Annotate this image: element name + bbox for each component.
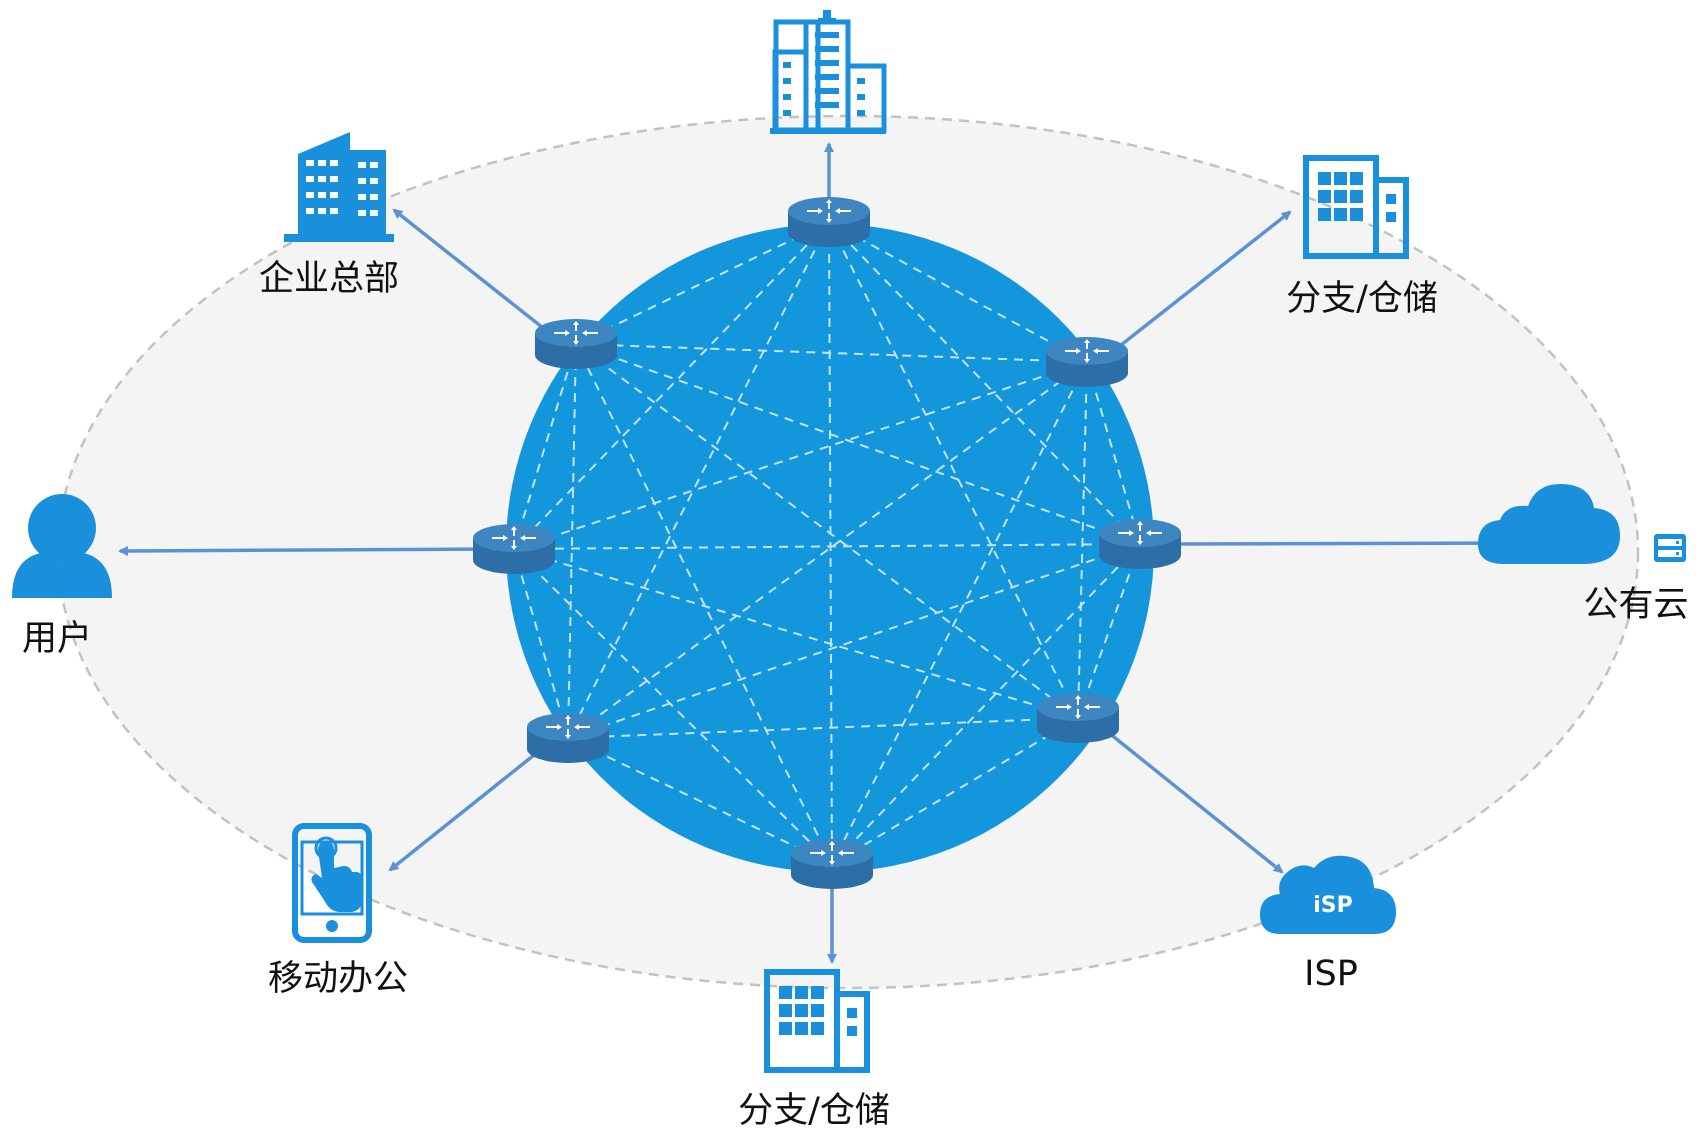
mesh-link (567, 737, 833, 865)
label-mobile: 移动办公 (267, 959, 409, 999)
mesh-links (513, 221, 1141, 865)
mesh-link (1077, 361, 1088, 719)
mesh-link (575, 343, 833, 865)
mesh-link (513, 548, 1079, 719)
user-icon (12, 494, 112, 598)
building-block-icon (764, 969, 870, 1073)
mesh-link (567, 543, 1141, 739)
label-branch-bottom: 分支/仓储 (738, 1091, 890, 1131)
mesh-link (831, 543, 1141, 865)
smartphone-touch-icon (292, 823, 372, 943)
mesh-link (828, 221, 833, 865)
server-icon (1651, 531, 1689, 565)
label-user: 用户 (21, 619, 93, 659)
mesh-link (513, 221, 830, 550)
mesh-link (567, 717, 1079, 739)
router-icon (1099, 519, 1181, 569)
mesh-link (513, 343, 577, 550)
label-hq: 企业总部 (258, 259, 400, 299)
routers (473, 197, 1181, 889)
label-branch-top: 分支/仓储 (1286, 279, 1438, 319)
mesh-link (513, 543, 1141, 550)
building-block-icon (1303, 155, 1409, 259)
mesh-link (567, 221, 830, 739)
router-icon (788, 197, 870, 247)
mesh-link (567, 343, 577, 739)
label-public-cloud: 公有云 (1583, 585, 1689, 625)
mesh-link (567, 361, 1088, 739)
link-arrow (388, 750, 539, 872)
mesh-link (513, 361, 1088, 550)
cloud-isp-icon: iSP (1260, 855, 1396, 934)
building-tall-icon (770, 10, 887, 134)
link-arrow (118, 545, 477, 556)
router-icon (535, 319, 617, 369)
mesh-link (575, 343, 1088, 363)
router-icon (527, 713, 609, 763)
mesh-link (575, 343, 1141, 545)
outward-links (118, 142, 1547, 964)
isp-badge: iSP (1313, 893, 1353, 918)
mesh-link (513, 548, 569, 739)
router-icon (473, 524, 555, 574)
router-icon (791, 839, 873, 889)
link-arrow (1116, 210, 1292, 350)
label-isp: ISP (1304, 954, 1358, 994)
mesh-link (828, 221, 1088, 363)
router-icon (1046, 337, 1128, 387)
link-arrow (392, 208, 547, 332)
mesh-link (575, 343, 1079, 719)
router-icon (1037, 693, 1119, 743)
cloud-server-icon (1478, 484, 1620, 564)
mesh-link (513, 548, 833, 865)
mesh-link (828, 221, 1141, 545)
building-tower-icon (284, 132, 394, 242)
link-arrow (1107, 731, 1284, 874)
mesh-link (831, 361, 1088, 865)
mesh-link (828, 221, 1079, 719)
